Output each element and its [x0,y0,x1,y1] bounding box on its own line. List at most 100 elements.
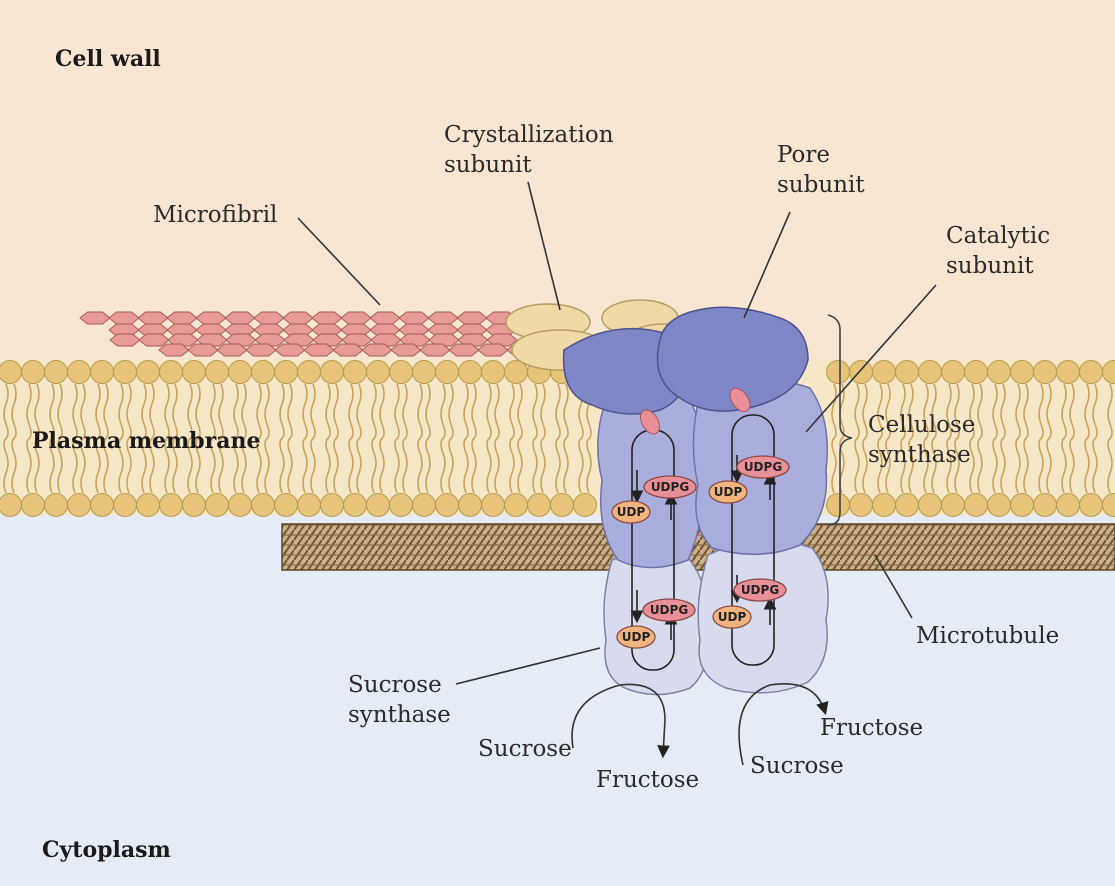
sucrose-right-label: Sucrose [750,753,844,779]
lipid-head [413,494,436,517]
lipid-head [183,361,206,384]
lipid-head [45,494,68,517]
lipid-head [298,361,321,384]
lipid-head [988,361,1011,384]
lipid-head [22,494,45,517]
lipid-head [229,361,252,384]
microfibril-label: Microfibril [153,202,277,228]
udp-label: UDP [714,485,743,499]
microtubule-label: Microtubule [916,623,1059,649]
lipid-head [160,361,183,384]
lipid-head [183,494,206,517]
lipid-head [206,494,229,517]
udpg-label: UDPG [744,460,782,474]
lipid-head [390,361,413,384]
lipid-head [275,494,298,517]
sucrose-left-label: Sucrose [478,736,572,762]
udpg-label: UDPG [650,603,688,617]
lipid-head [459,361,482,384]
lipid-head [275,361,298,384]
lipid-head [896,361,919,384]
lipid-head [459,494,482,517]
lipid-head [551,494,574,517]
lipid-head [137,361,160,384]
cell-wall-label: Cell wall [55,46,161,72]
lipid-head [436,361,459,384]
crystallization-label-line2: subunit [444,152,532,178]
lipid-head [942,494,965,517]
catalytic-label-line1: Catalytic [946,223,1050,249]
lipid-head [68,361,91,384]
lipid-head [1034,494,1057,517]
fructose-left-label: Fructose [596,767,699,793]
lipid-head [528,494,551,517]
lipid-head [0,361,22,384]
lipid-head [1011,494,1034,517]
lipid-head [114,494,137,517]
lipid-head [965,494,988,517]
lipid-head [91,494,114,517]
pore-label-line2: subunit [777,172,865,198]
lipid-head [574,494,597,517]
lipid-head [1011,361,1034,384]
catalytic-label-line2: subunit [946,253,1034,279]
lipid-head [827,494,850,517]
lipid-head [91,361,114,384]
lipid-head [390,494,413,517]
lipid-head [919,361,942,384]
udp-label: UDP [617,505,646,519]
lipid-head [919,494,942,517]
lipid-head [114,361,137,384]
lipid-head [850,494,873,517]
lipid-head [1080,494,1103,517]
udp-label: UDP [622,630,651,644]
lipid-head [321,361,344,384]
lipid-head [436,494,459,517]
lipid-head [160,494,183,517]
lipid-heads-inner [0,494,1115,517]
lipid-head [367,494,390,517]
lipid-head [896,494,919,517]
lipid-head [252,494,275,517]
sucrose-synthase-label-line1: Sucrose [348,672,442,698]
lipid-head [344,361,367,384]
lipid-head [321,494,344,517]
lipid-head [1057,494,1080,517]
plasma-membrane-label: Plasma membrane [32,428,261,454]
lipid-head [873,361,896,384]
lipid-head [942,361,965,384]
cellulose-synthase-label-line2: synthase [868,442,971,468]
lipid-head [1080,361,1103,384]
lipid-head [482,361,505,384]
lipid-head [22,361,45,384]
lipid-head [413,361,436,384]
udpg-label: UDPG [651,480,689,494]
lipid-head [827,361,850,384]
lipid-head [482,494,505,517]
lipid-head [505,494,528,517]
lipid-head [206,361,229,384]
lipid-head [965,361,988,384]
lipid-head [45,361,68,384]
lipid-head [988,494,1011,517]
udp-label: UDP [718,610,747,624]
fructose-right-label: Fructose [820,715,923,741]
cytoplasm-label: Cytoplasm [42,837,171,863]
crystallization-label-line1: Crystallization [444,122,614,148]
cellulose-synthase-label-line1: Cellulose [868,412,975,438]
lipid-head [1034,361,1057,384]
lipid-head [873,494,896,517]
sucrose-synthase-label-line2: synthase [348,702,451,728]
lipid-head [252,361,275,384]
lipid-head [1057,361,1080,384]
lipid-head [68,494,91,517]
lipid-head [367,361,390,384]
lipid-head [0,494,22,517]
lipid-head [137,494,160,517]
lipid-head [298,494,321,517]
udpg-label: UDPG [741,583,779,597]
pore-label-line1: Pore [777,142,830,168]
lipid-head [344,494,367,517]
